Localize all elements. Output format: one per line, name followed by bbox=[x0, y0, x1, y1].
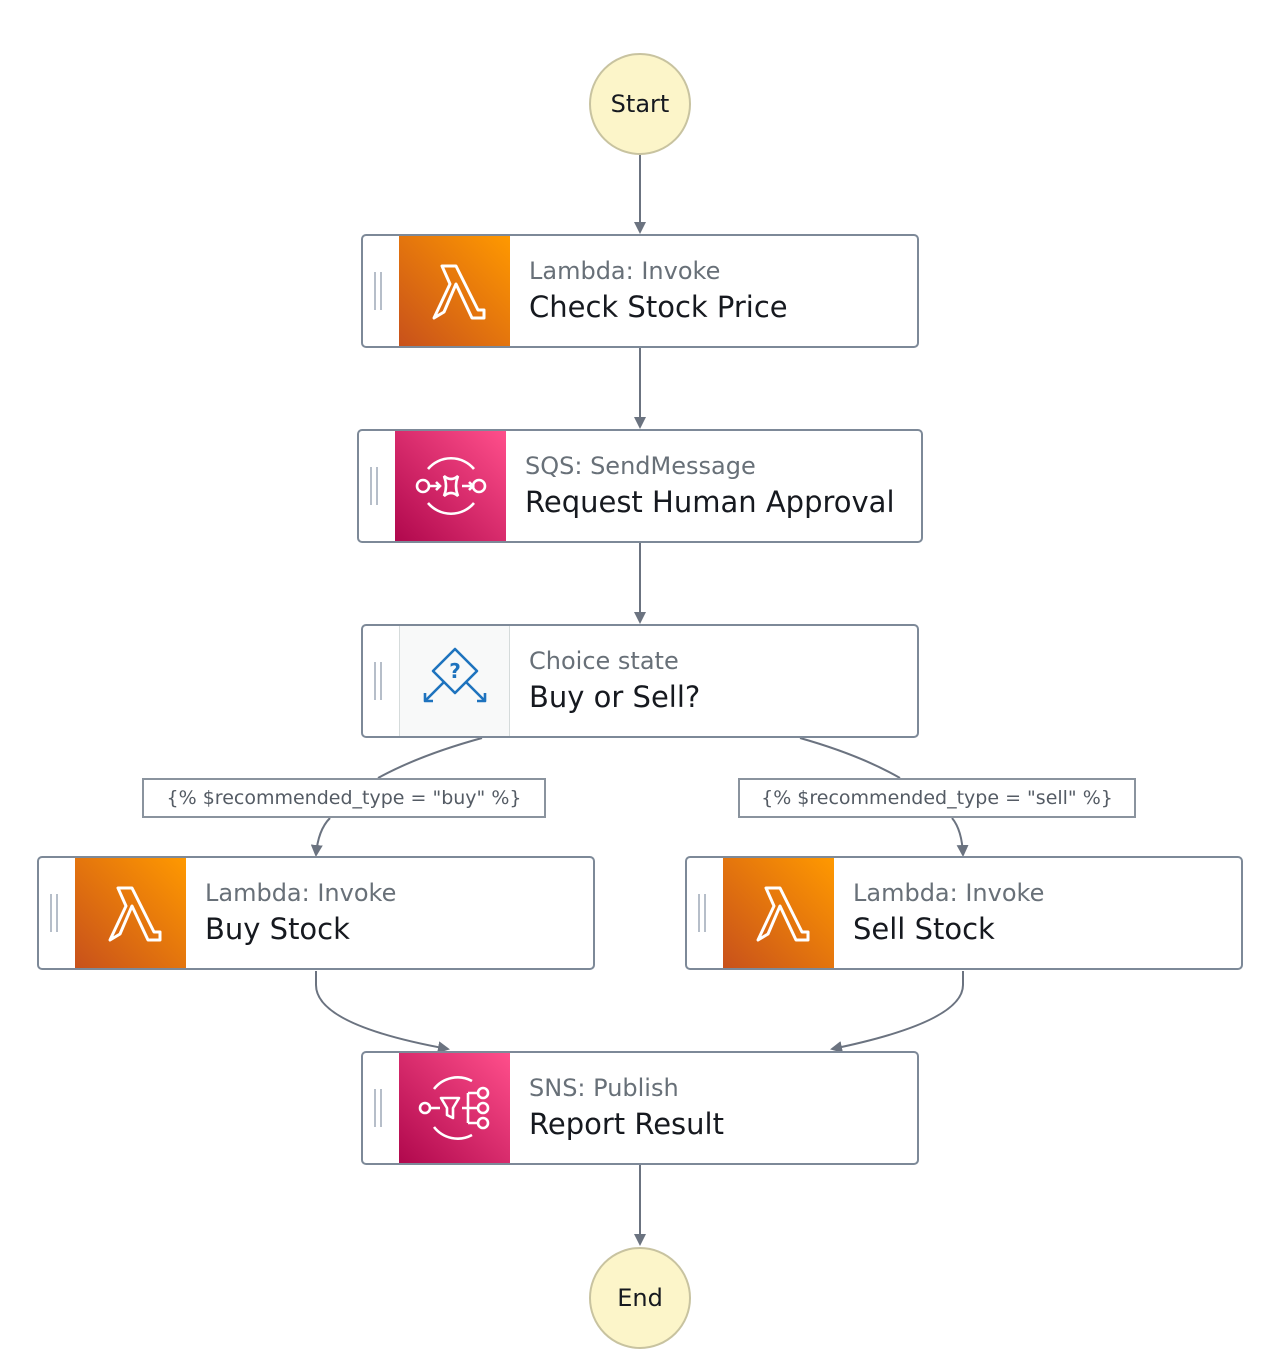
drag-handle[interactable] bbox=[359, 431, 395, 541]
sns-icon bbox=[399, 1053, 510, 1163]
state-name-label: Report Result bbox=[529, 1107, 724, 1141]
state-report-result[interactable]: SNS: Publish Report Result bbox=[361, 1051, 919, 1165]
edge-sell-stock-to-report bbox=[830, 971, 964, 1053]
drag-handle[interactable] bbox=[363, 236, 399, 346]
state-buy-stock[interactable]: Lambda: Invoke Buy Stock bbox=[37, 856, 595, 970]
sqs-icon bbox=[395, 431, 506, 541]
state-type-label: Lambda: Invoke bbox=[529, 257, 721, 285]
start-node[interactable]: Start bbox=[589, 53, 691, 155]
state-request-human-approval[interactable]: SQS: SendMessage Request Human Approval bbox=[357, 429, 923, 543]
edge-sell-rule-to-sell-stock bbox=[951, 817, 969, 857]
choice-rule-buy[interactable]: {% $recommended_type = "buy" %} bbox=[142, 778, 546, 818]
lambda-icon bbox=[723, 858, 834, 968]
edge-buy-stock-to-report bbox=[315, 971, 450, 1054]
svg-text:?: ? bbox=[449, 659, 461, 683]
state-buy-or-sell[interactable]: ? Choice state Buy or Sell? bbox=[361, 624, 919, 738]
state-type-label: SQS: SendMessage bbox=[525, 452, 756, 480]
drag-handle[interactable] bbox=[39, 858, 75, 968]
choice-rule-sell[interactable]: {% $recommended_type = "sell" %} bbox=[738, 778, 1136, 818]
drag-handle[interactable] bbox=[363, 1053, 399, 1163]
start-label: Start bbox=[610, 90, 670, 118]
edge-buy-rule-to-buy-stock bbox=[310, 817, 331, 857]
state-name-label: Request Human Approval bbox=[525, 485, 895, 519]
edge-choice-to-sell-rule bbox=[799, 737, 901, 779]
edge-choice-to-buy-rule bbox=[377, 737, 483, 779]
choice-icon: ? bbox=[399, 626, 510, 736]
rule-text: {% $recommended_type = "sell" %} bbox=[761, 787, 1113, 809]
end-label: End bbox=[617, 1284, 663, 1312]
state-name-label: Buy or Sell? bbox=[529, 680, 701, 714]
lambda-icon bbox=[399, 236, 510, 346]
drag-handle[interactable] bbox=[687, 858, 723, 968]
end-node[interactable]: End bbox=[589, 1247, 691, 1349]
state-type-label: Choice state bbox=[529, 647, 679, 675]
state-type-label: Lambda: Invoke bbox=[853, 879, 1045, 907]
state-sell-stock[interactable]: Lambda: Invoke Sell Stock bbox=[685, 856, 1243, 970]
drag-handle[interactable] bbox=[363, 626, 399, 736]
rule-text: {% $recommended_type = "buy" %} bbox=[166, 787, 522, 809]
state-type-label: Lambda: Invoke bbox=[205, 879, 397, 907]
state-name-label: Check Stock Price bbox=[529, 290, 788, 324]
lambda-icon bbox=[75, 858, 186, 968]
state-name-label: Sell Stock bbox=[853, 912, 995, 946]
state-check-stock-price[interactable]: Lambda: Invoke Check Stock Price bbox=[361, 234, 919, 348]
state-type-label: SNS: Publish bbox=[529, 1074, 679, 1102]
state-name-label: Buy Stock bbox=[205, 912, 350, 946]
